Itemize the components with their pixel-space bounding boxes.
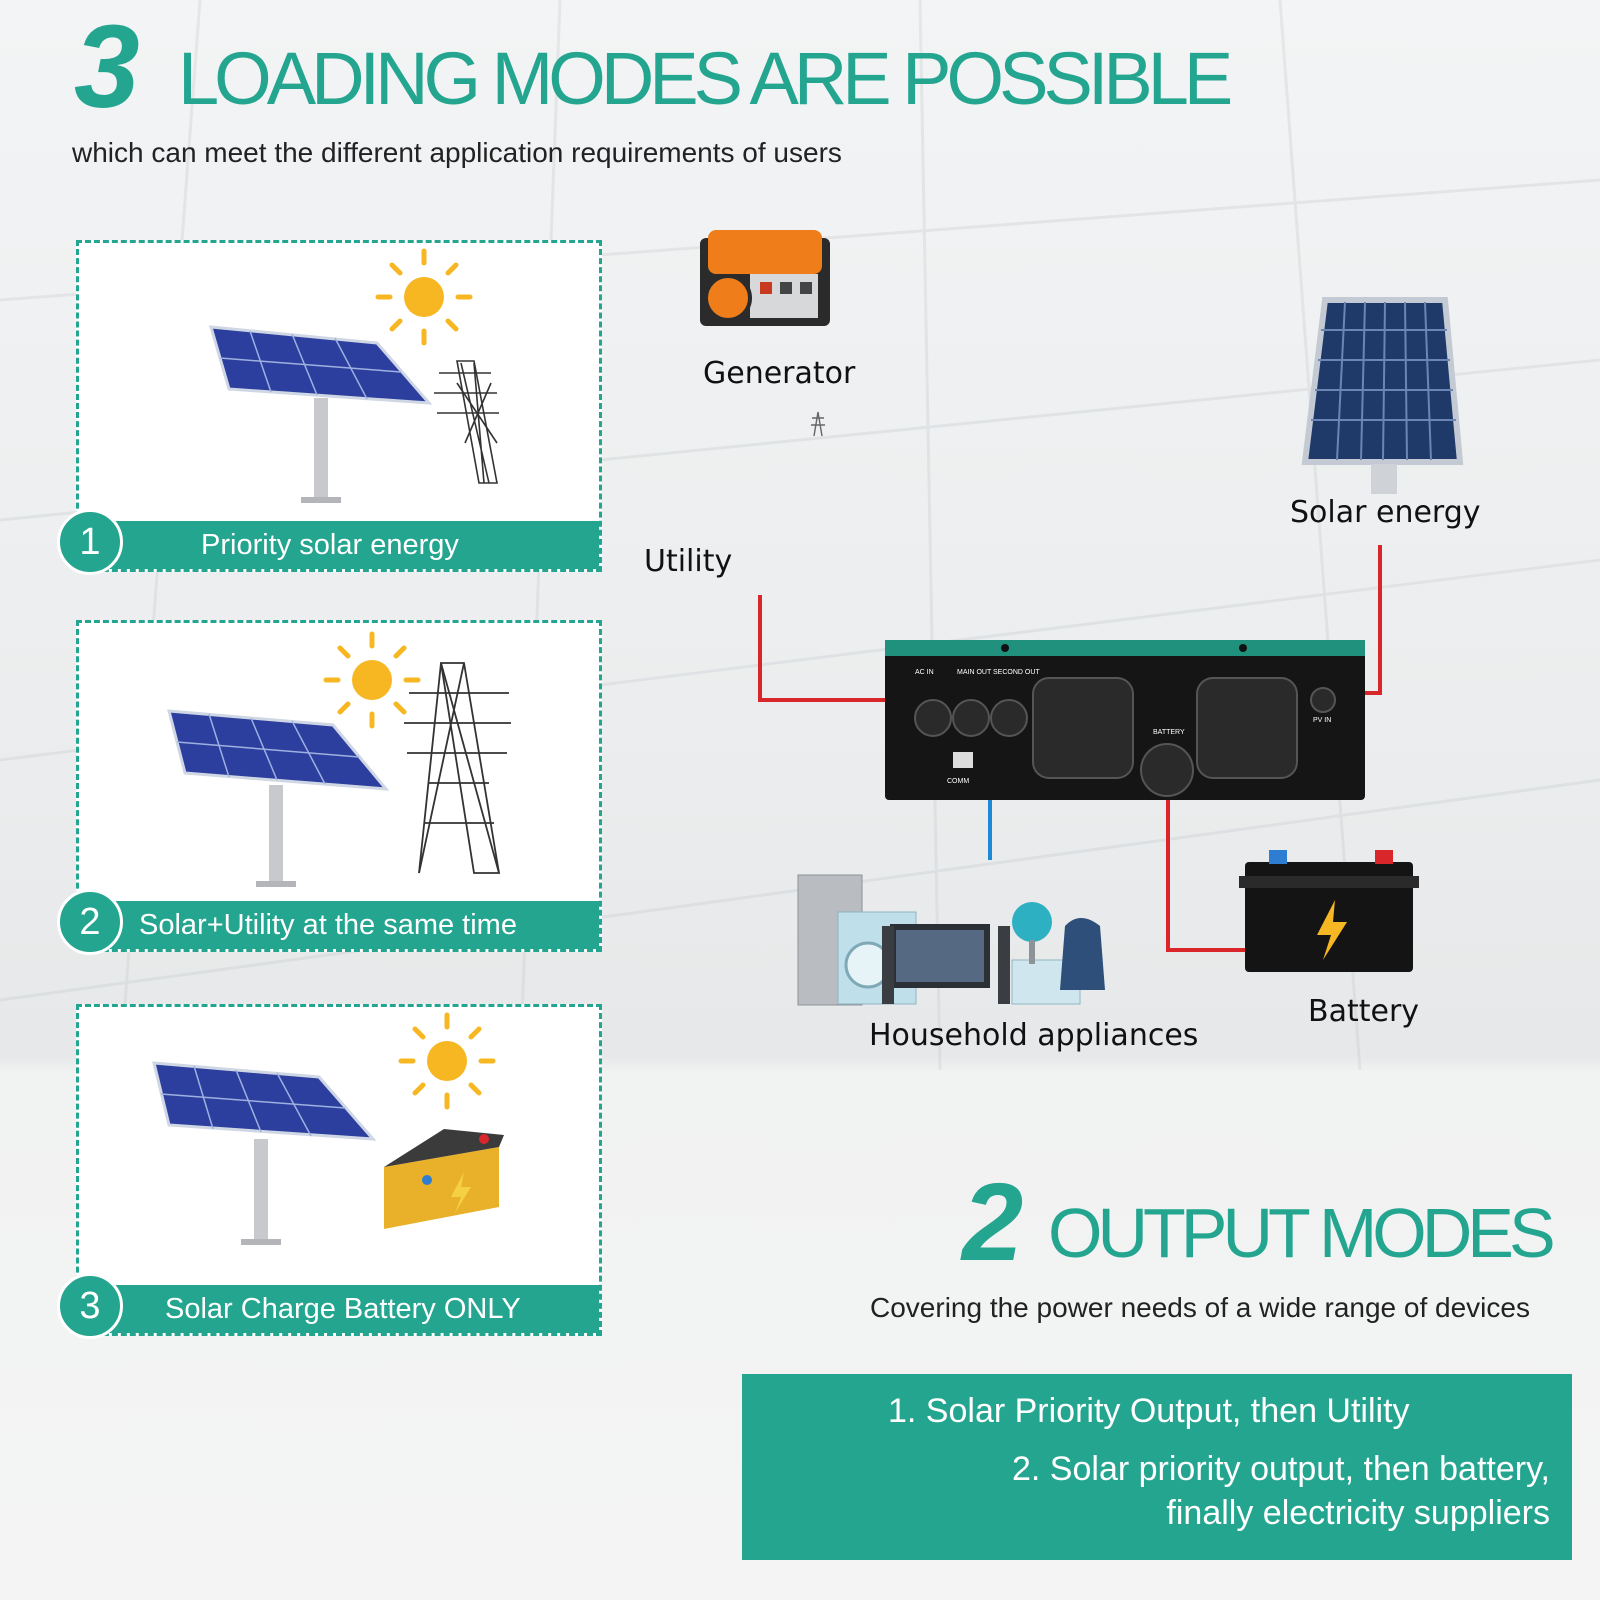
inverter-icon: AC IN MAIN OUT SECOND OUT BATTERY PV IN … bbox=[885, 640, 1365, 800]
mode-2-badge: 2 bbox=[57, 889, 123, 955]
utility-label: Utility bbox=[644, 544, 733, 579]
comm-port-label: COMM bbox=[947, 778, 969, 785]
sun-icon bbox=[375, 248, 473, 346]
output-item-2: 2. Solar priority output, then battery, bbox=[1012, 1450, 1550, 1488]
battery-icon bbox=[384, 1129, 504, 1229]
mode-3-label-bar: Solar Charge Battery ONLY bbox=[79, 1285, 599, 1333]
output-number: 2 bbox=[962, 1161, 1024, 1284]
solar-panel-icon bbox=[152, 1061, 377, 1245]
second-out-port-label: SECOND OUT bbox=[993, 669, 1040, 676]
generator-label: Generator bbox=[703, 356, 856, 391]
sun-icon bbox=[323, 631, 421, 729]
solar-panel-icon bbox=[1301, 297, 1464, 494]
mode-card-2: Solar+Utility at the same time 2 bbox=[57, 620, 602, 955]
household-appliances-label: Household appliances bbox=[869, 1018, 1199, 1053]
pv-in-port-label: PV IN bbox=[1313, 717, 1331, 724]
mode-1-label: Priority solar energy bbox=[201, 529, 459, 561]
power-tower-icon bbox=[404, 662, 511, 874]
output-item-2-continued: finally electricity suppliers bbox=[1166, 1494, 1550, 1532]
household-appliances-icon bbox=[797, 874, 1105, 1006]
mode-3-badge: 3 bbox=[57, 1273, 123, 1339]
battery-wire bbox=[1166, 768, 1270, 952]
solar-panel-icon bbox=[208, 325, 433, 503]
output-title: OUTPUT MODES bbox=[1048, 1194, 1556, 1272]
battery-port-label: BATTERY bbox=[1153, 729, 1185, 736]
mode-3-label: Solar Charge Battery ONLY bbox=[165, 1293, 521, 1325]
mode-1-label-bar: Priority solar energy bbox=[79, 521, 599, 569]
page-subtitle: which can meet the different application… bbox=[72, 137, 842, 168]
mode-1-badge: 1 bbox=[57, 509, 123, 575]
battery-label: Battery bbox=[1308, 994, 1420, 1029]
solar-energy-label: Solar energy bbox=[1290, 495, 1481, 530]
mode-2-label: Solar+Utility at the same time bbox=[139, 909, 517, 941]
output-subtitle: Covering the power needs of a wide range… bbox=[870, 1292, 1530, 1323]
mode-card-3: Solar Charge Battery ONLY 3 bbox=[57, 1004, 602, 1339]
solar-panel-and-utility-illustration bbox=[167, 631, 511, 887]
output-item-1: 1. Solar Priority Output, then Utility bbox=[888, 1392, 1410, 1430]
main-out-port-label: MAIN OUT bbox=[957, 669, 992, 676]
solar-panel-icon bbox=[167, 709, 390, 887]
page-title: LOADING MODES ARE POSSIBLE bbox=[178, 37, 1233, 120]
power-tower-icon bbox=[434, 360, 499, 484]
solar-panel-and-tower-illustration bbox=[208, 248, 499, 503]
sun-icon bbox=[398, 1012, 496, 1110]
output-modes-box: 1. Solar Priority Output, then Utility 2… bbox=[742, 1374, 1572, 1560]
mode-2-label-bar: Solar+Utility at the same time bbox=[79, 901, 599, 949]
solar-panel-and-battery-illustration bbox=[152, 1012, 504, 1245]
car-battery-icon bbox=[1239, 850, 1419, 972]
hero-number: 3 bbox=[74, 1, 140, 133]
generator-icon bbox=[700, 230, 830, 326]
utility-wire bbox=[758, 595, 918, 702]
mode-card-1: Priority solar energy 1 bbox=[57, 240, 602, 575]
ac-in-port-label: AC IN bbox=[915, 669, 934, 676]
utility-tower-icon bbox=[811, 411, 825, 437]
system-wiring-diagram: AC IN MAIN OUT SECOND OUT BATTERY PV IN … bbox=[700, 230, 1464, 1006]
